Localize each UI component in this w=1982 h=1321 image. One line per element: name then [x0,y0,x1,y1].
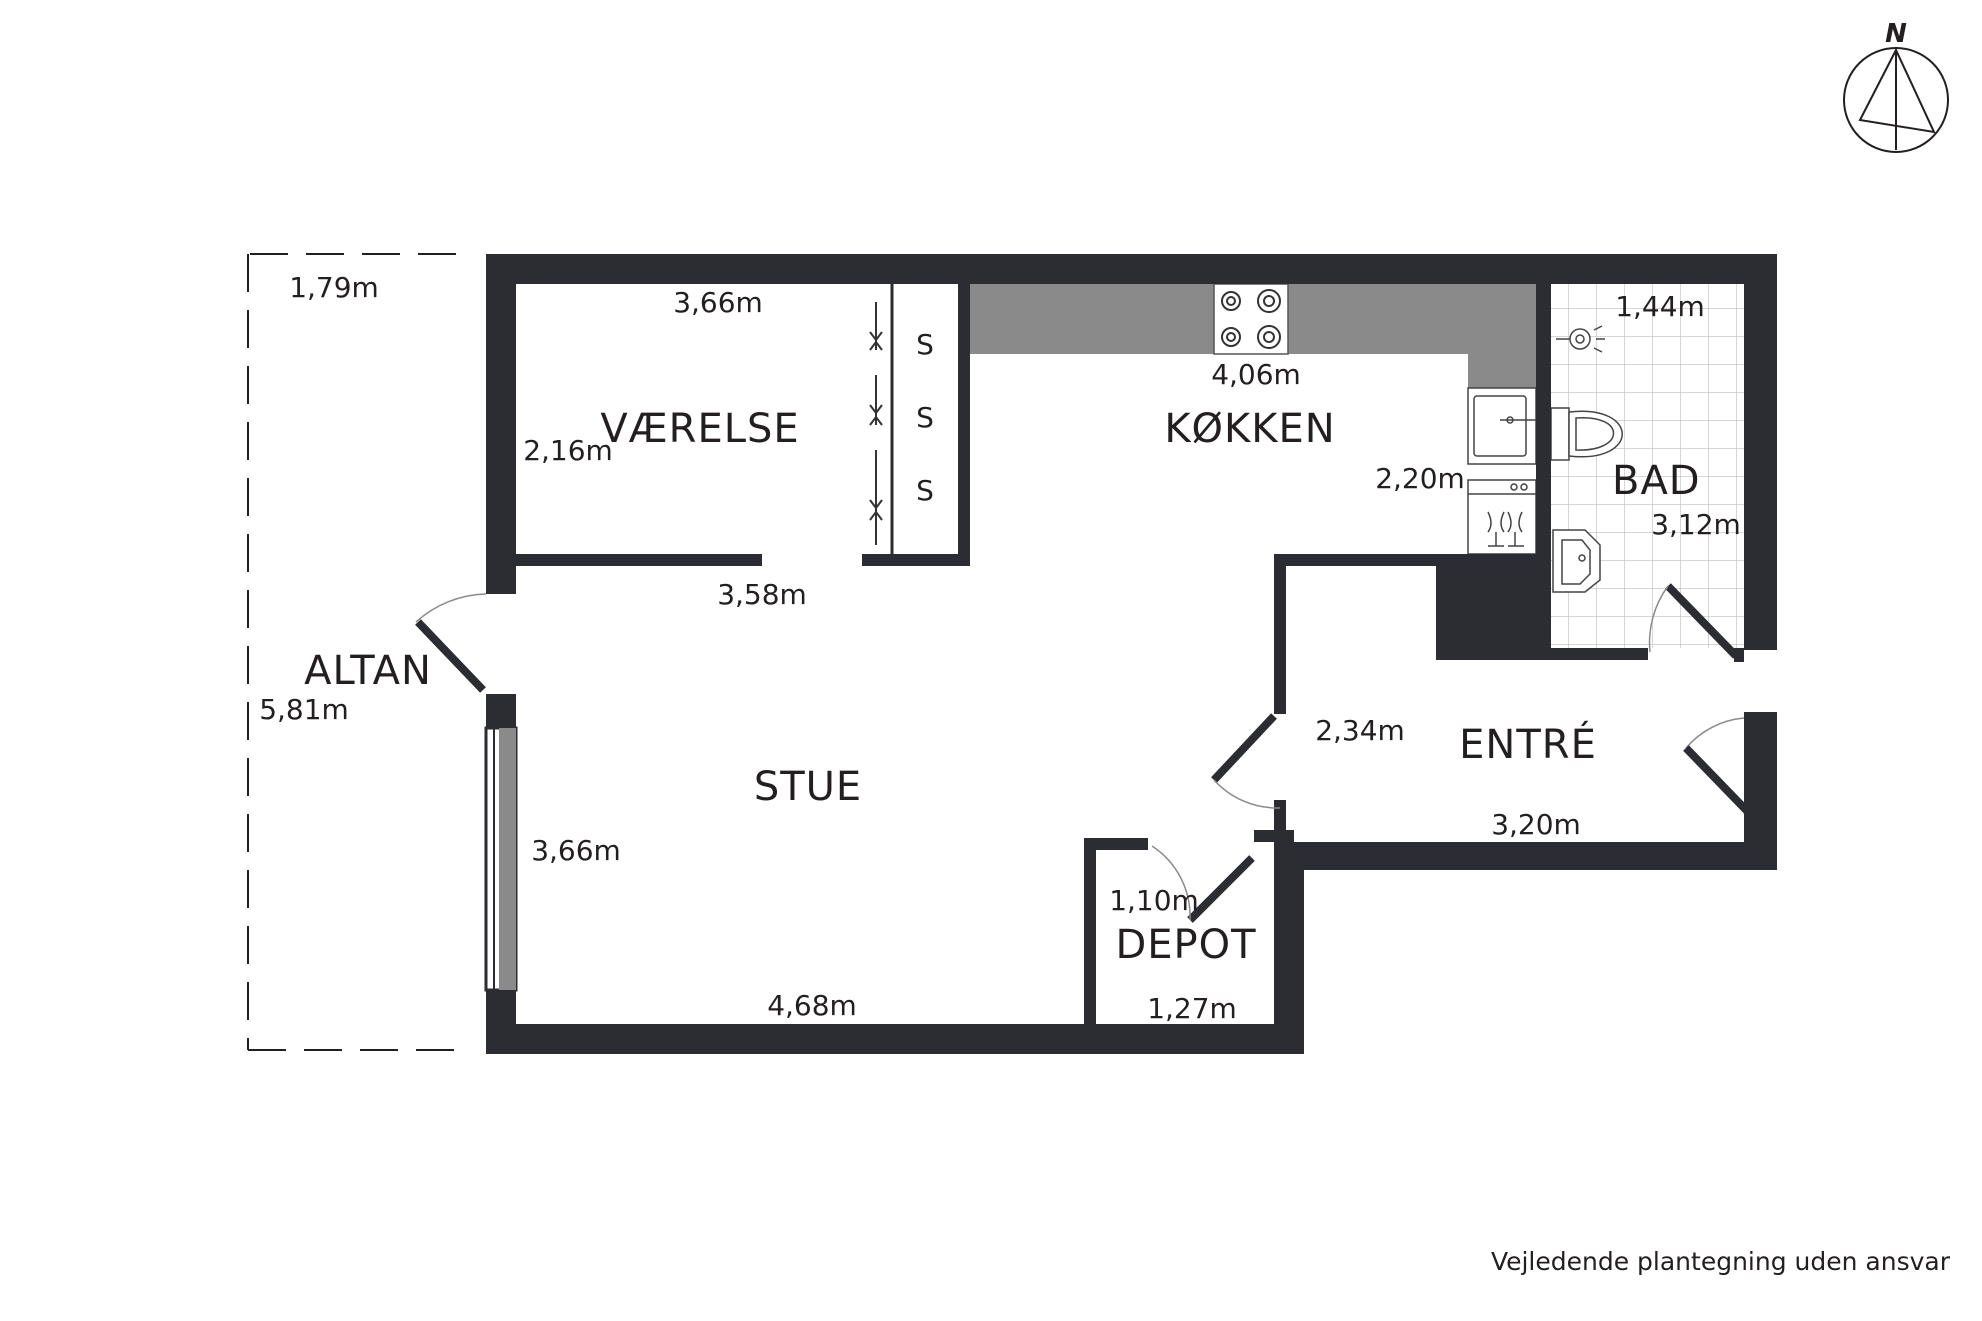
dimension-label: 1,79m [289,271,379,304]
dimension-label: 2,20m [1375,462,1465,495]
dimension-label: 1,44m [1615,290,1705,323]
dimension-label: 3,66m [531,834,621,867]
dimension-label: 3,12m [1651,508,1741,541]
room-label-bad: BAD [1612,458,1701,504]
dimension-label: 3,20m [1491,808,1581,841]
north-label: N [1885,19,1907,49]
bathroom-sink-icon [1552,529,1601,593]
room-label-vaerelse: VÆRELSE [600,406,799,452]
wardrobe-label: S [916,328,934,361]
toilet-icon [1550,407,1623,461]
wardrobe [869,284,894,558]
dimension-label: 2,16m [523,434,613,467]
kitchen-sink-icon [1467,387,1537,465]
room-label-entre: ENTRÉ [1459,720,1597,768]
dimension-label: 1,27m [1147,992,1237,1025]
dimension-label: 5,81m [259,693,349,726]
dimension-label: 1,10m [1109,884,1199,917]
room-label-altan: ALTAN [304,648,432,694]
dimension-label: 4,68m [767,989,857,1022]
room-label-depot: DEPOT [1115,922,1256,968]
dimension-label: 3,66m [673,286,763,319]
dimension-label: 3,58m [717,578,807,611]
bathroom-door[interactable] [1648,583,1739,659]
wardrobe-label: S [916,474,934,507]
disclaimer-text: Vejledende plantegning uden ansvar [1490,1247,1950,1276]
walls [486,254,1777,1054]
entre-stue-door[interactable] [1211,713,1281,809]
stove-icon [1213,283,1289,355]
room-label-koekken: KØKKEN [1164,406,1335,452]
shower-icon [1556,325,1605,353]
compass-icon [1843,47,1949,153]
dimension-label: 2,34m [1315,714,1405,747]
room-label-stue: STUE [754,764,862,810]
depot-door[interactable] [1151,845,1255,923]
dishwasher-icon [1467,479,1537,555]
balcony-outline [247,253,470,1051]
window [484,726,518,992]
dimension-label: 4,06m [1211,358,1301,391]
entrance-door[interactable] [1683,717,1751,815]
wardrobe-label: S [916,401,934,434]
balcony-door[interactable] [415,593,487,693]
